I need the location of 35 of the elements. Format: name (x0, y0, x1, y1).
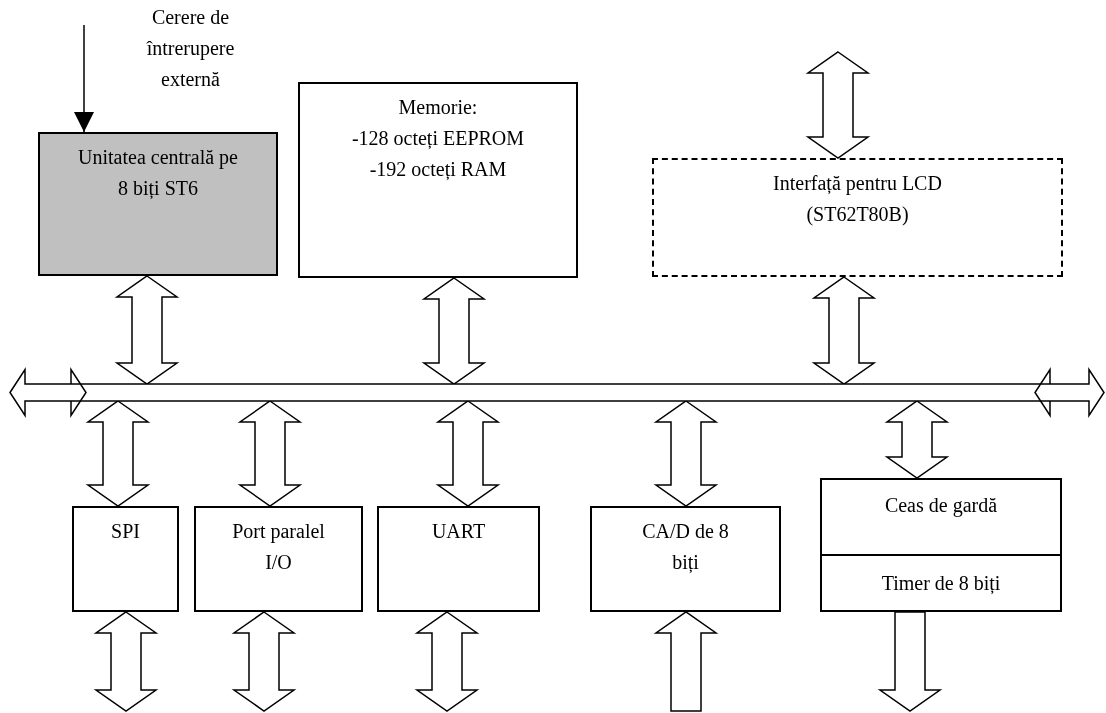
block-arrow (114, 275, 180, 385)
block-arrow (877, 611, 943, 712)
module-box (194, 506, 363, 612)
block-label: Timer de 8 biți (881, 570, 1001, 596)
block-label: -128 octeți EEPROM (351, 126, 525, 151)
block-label: CA/D de 8 biți (641, 519, 730, 575)
block-arrow (237, 400, 303, 507)
module-box (590, 506, 781, 612)
block-arrow (85, 400, 151, 507)
block-arrow (231, 611, 297, 712)
block-label: Interfață pentru LCD (ST62T80B) (772, 171, 943, 228)
block-arrow (653, 400, 719, 507)
block-arrow (653, 611, 719, 712)
block-arrow (93, 611, 159, 712)
block-label: SPI (111, 519, 140, 544)
arrow (74, 24, 94, 133)
block-label: Unitatea centrală pe 8 biți ST6 (78, 145, 238, 201)
block-arrow (414, 611, 480, 712)
cpu-box (38, 132, 278, 276)
block-label: Memorie: (398, 95, 478, 120)
module-box (820, 478, 1062, 556)
block-arrow (884, 400, 950, 479)
block-label: Ceas de gardă (884, 493, 998, 519)
interface-box (652, 158, 1063, 277)
module-box (72, 506, 179, 612)
block-arrow (421, 277, 487, 385)
block-label: UART (431, 519, 486, 544)
module-box (377, 506, 540, 612)
block-label: -192 octeți RAM (369, 157, 507, 182)
memory-box (298, 82, 578, 278)
block-arrow (805, 51, 871, 159)
block-arrow (435, 400, 501, 507)
block-arrow (811, 276, 877, 385)
module-box (820, 554, 1062, 612)
block-label: Port paralel I/O (231, 519, 326, 575)
